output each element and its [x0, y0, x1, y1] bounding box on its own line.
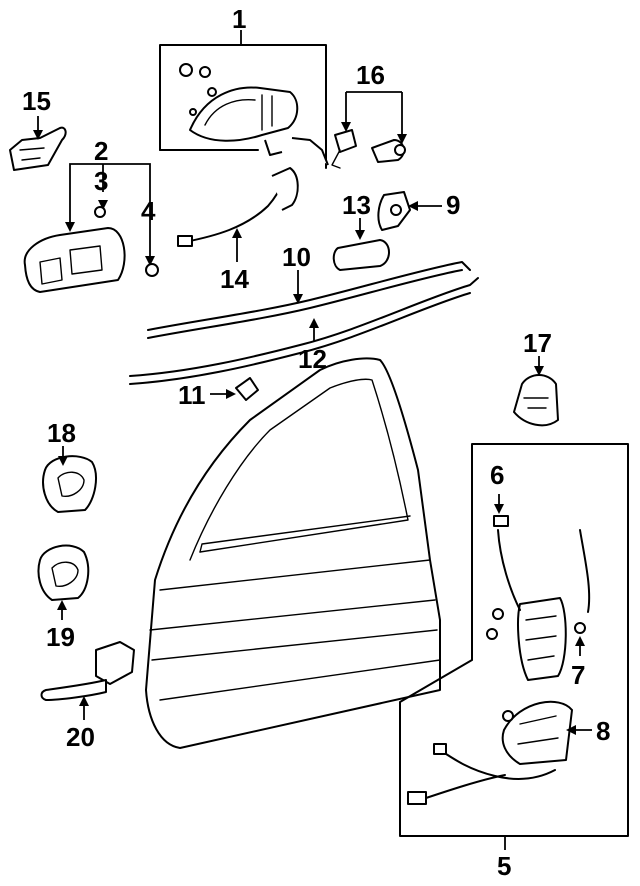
callout-8: 8	[596, 716, 610, 746]
part-13-icon	[332, 218, 390, 271]
callout-12: 12	[298, 344, 327, 374]
check-strap-icon	[40, 641, 135, 720]
callout-7: 7	[571, 660, 585, 690]
callout-15: 15	[22, 86, 51, 116]
part-11-icon	[210, 377, 259, 401]
callout-1: 1	[232, 4, 246, 34]
callout-19: 19	[46, 622, 75, 652]
callout-3: 3	[94, 166, 108, 196]
callout-13: 13	[342, 190, 371, 220]
callout-5: 5	[497, 851, 511, 881]
part-17-icon	[513, 356, 559, 427]
outside-handle-icon	[179, 63, 329, 166]
part-18-icon	[42, 446, 97, 513]
part-1-group-box	[159, 30, 327, 169]
callout-17: 17	[523, 328, 552, 358]
part-5-group-box	[399, 443, 629, 850]
callout-4: 4	[141, 196, 156, 226]
part-15-icon	[9, 116, 67, 171]
inside-handle-icon	[23, 163, 159, 293]
door-shell-icon	[145, 357, 441, 749]
door-latch-icon	[486, 494, 591, 681]
callout-6: 6	[490, 460, 504, 490]
callout-18: 18	[47, 418, 76, 448]
part-19-icon	[37, 544, 90, 620]
rods-icon	[129, 261, 479, 385]
callout-20: 20	[66, 722, 95, 752]
callout-14: 14	[220, 264, 249, 294]
part-9-icon	[377, 191, 442, 231]
cable-14-icon	[177, 167, 299, 262]
callout-2: 2	[94, 136, 108, 166]
callout-10: 10	[282, 242, 311, 272]
callout-11: 11	[178, 380, 206, 410]
key-cylinder-icon	[331, 91, 407, 169]
callout-16: 16	[356, 60, 385, 90]
callout-labels: 1 2 3 4 5 6 7 8 9 10 11 12 13 14 15 16 1…	[22, 4, 610, 881]
actuator-icon	[407, 700, 592, 805]
callout-9: 9	[446, 190, 460, 220]
